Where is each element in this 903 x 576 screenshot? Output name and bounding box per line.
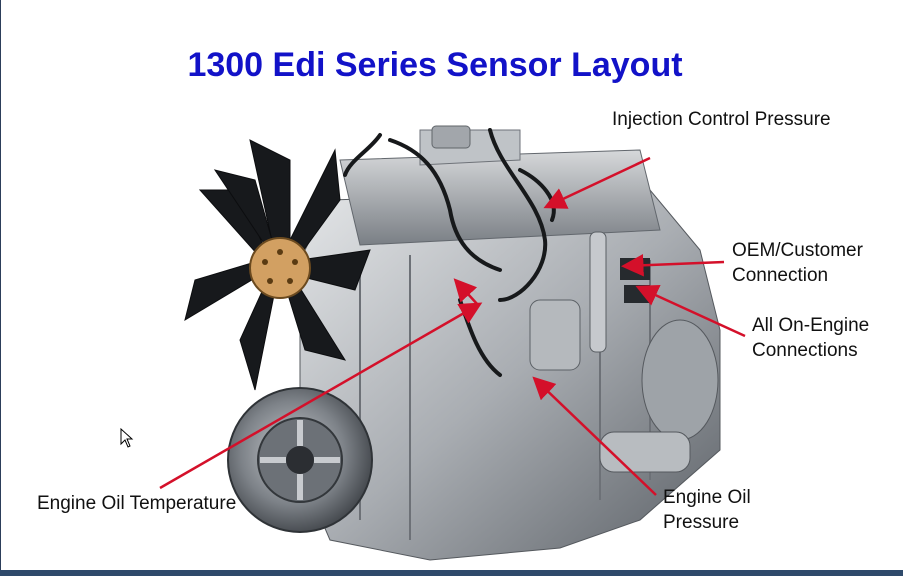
slide-title: 1300 Edi Series Sensor Layout (187, 46, 683, 84)
label-oem-line1: OEM/Customer (732, 240, 863, 261)
label-engine-oil-temperature: Engine Oil Temperature (37, 493, 237, 514)
crank-pulley (227, 387, 373, 533)
arrow-engine-oil-temperature-branch (453, 278, 479, 306)
engine-block (299, 125, 721, 561)
arrow-all-on-engine-connections (635, 285, 746, 338)
label-all-on-engine-connections: All On-Engine Connections (752, 313, 869, 363)
label-injection-control-pressure: Injection Control Pressure (612, 109, 831, 130)
slide-left-border (0, 0, 1, 576)
mouse-pointer-icon (120, 428, 134, 448)
arrow-engine-oil-pressure (532, 376, 657, 496)
slide-bottom-bar (0, 570, 903, 576)
label-all-on-engine-line1: All On-Engine (752, 315, 870, 336)
arrow-engine-oil-temperature (159, 302, 483, 490)
cooling-fan (184, 139, 371, 391)
arrow-oem-customer-connection (621, 254, 725, 277)
arrow-injection-control-pressure (543, 156, 651, 209)
label-engine-oil-pressure: Engine Oil Pressure (663, 485, 751, 535)
label-engine-oil-pressure-line1: Engine Oil (663, 487, 751, 508)
label-engine-oil-pressure-line2: Pressure (663, 512, 740, 533)
label-oem-line2: Connection (732, 265, 829, 286)
label-oem-customer-connection: OEM/Customer Connection (732, 238, 863, 288)
label-all-on-engine-line2: Connections (752, 340, 858, 361)
